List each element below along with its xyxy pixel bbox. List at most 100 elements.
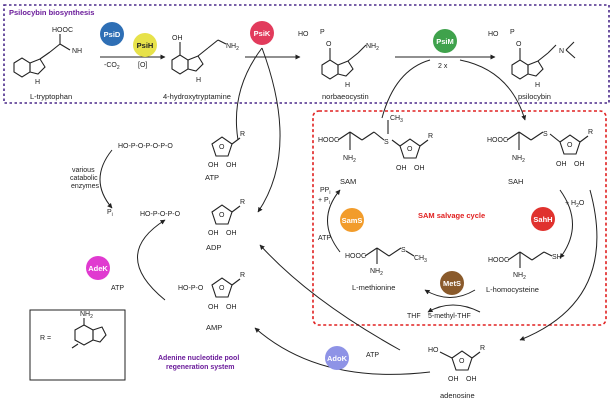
- atp-label: ATP: [205, 173, 219, 182]
- met-s: S: [401, 247, 406, 254]
- sahh-label: SahH: [533, 215, 552, 224]
- atp-oh2: OH: [226, 162, 237, 169]
- amp-structure: HO-P-O R O OH OH: [178, 272, 245, 311]
- sam-cooh: HOOC: [318, 137, 339, 144]
- psil-n: N: [559, 48, 564, 55]
- sams-label: SamS: [342, 216, 363, 225]
- sah-to-adenosine-arrow: [519, 189, 598, 341]
- ado-o: O: [459, 358, 465, 365]
- biosynthesis-box: [3, 4, 610, 104]
- hcy-sh: SH: [552, 254, 562, 261]
- pi-left: Pi: [107, 209, 113, 218]
- two-x-text: 2 x: [438, 63, 448, 70]
- oxidation-text: [O]: [138, 62, 147, 69]
- sah-s: S: [543, 131, 548, 138]
- met-nh2: NH2: [370, 268, 383, 277]
- plus-pi-text: + Pi: [318, 197, 330, 206]
- amp-o: O: [219, 285, 225, 292]
- mets-label: MetS: [443, 279, 461, 288]
- met-cooh: HOOC: [345, 253, 366, 260]
- sah-oh2: OH: [574, 161, 585, 168]
- psid-label: PsiD: [104, 30, 121, 39]
- sah-o: O: [567, 142, 573, 149]
- psid-enzyme-ball: [100, 22, 124, 46]
- atp-r: R: [240, 131, 245, 138]
- ado-oh1: OH: [448, 376, 459, 383]
- mets-enzyme-ball: [440, 271, 464, 295]
- ado-ho: HO: [428, 347, 439, 354]
- hydroxytryptamine-structure: OH NH2 H: [171, 35, 239, 84]
- atp-structure: HO-P-O-P-O-P-O R O OH OH: [118, 131, 245, 169]
- hcy-nh2: NH2: [513, 272, 526, 281]
- homocysteine-label: L-homocysteine: [486, 285, 539, 294]
- water-text: + H2O: [565, 200, 585, 209]
- psim-to-sah-arrow: [459, 59, 527, 121]
- r-equals: R =: [40, 335, 51, 342]
- ht-oh: OH: [172, 35, 183, 42]
- methionine-label: L-methionine: [352, 283, 395, 292]
- norb-p: P: [320, 29, 325, 36]
- amp-phosphate: HO-P-O: [178, 285, 204, 292]
- tryp-h: H: [35, 79, 40, 86]
- adenosine-structure: HO R O OH OH: [428, 345, 485, 383]
- adp-oh1: OH: [208, 230, 219, 237]
- methionine-structure: HOOC S CH3 NH2: [345, 247, 427, 277]
- adenosine-label: adenosine: [440, 391, 475, 400]
- psik-enzyme-ball: [250, 21, 274, 45]
- l-tryptophan-structure: HOOC NH H: [13, 27, 82, 86]
- adenine-title-1: Adenine nucleotide pool: [158, 355, 239, 362]
- methyl-thf-text: 5-methyl-THF: [428, 313, 471, 320]
- ht-h: H: [196, 77, 201, 84]
- atp-phosphates: HO-P-O-P-O-P-O: [118, 143, 173, 150]
- ado-r: R: [480, 345, 485, 352]
- psil-p: P: [510, 29, 515, 36]
- psil-h: H: [535, 82, 540, 89]
- norbaeocystin-structure: P HO O NH2 H: [298, 29, 379, 89]
- met-ch3: CH3: [414, 255, 427, 264]
- atp-o: O: [219, 144, 225, 151]
- atp-adok: ATP: [366, 352, 379, 359]
- norb-ho: HO: [298, 31, 309, 38]
- sam-oh2: OH: [414, 165, 425, 172]
- adek-label: AdeK: [88, 264, 108, 273]
- catabolic-3: enzymes: [71, 183, 100, 190]
- sam-nh2: NH2: [343, 155, 356, 164]
- ado-oh2: OH: [466, 376, 477, 383]
- co2-text: -CO2: [104, 62, 120, 71]
- psilocybin-structure: P HO O N H: [488, 29, 576, 89]
- sah-structure: HOOC S NH2 R O OH OH: [487, 129, 593, 168]
- homocysteine-structure: HOOC SH NH2: [488, 251, 562, 281]
- norb-o: O: [326, 41, 332, 48]
- sah-cooh: HOOC: [487, 137, 508, 144]
- hydroxytryptamine-label: 4-hydroxytryptamine: [163, 92, 231, 101]
- biosynthesis-title: Psilocybin biosynthesis: [9, 8, 94, 17]
- adenine-structure: NH2 R =: [40, 311, 107, 349]
- norbaeocystin-label: norbaeocystin: [322, 92, 369, 101]
- sams-arrow: [327, 189, 341, 253]
- adenine-structure-box: [29, 309, 126, 381]
- adenine-title-2: regeneration system: [166, 364, 234, 371]
- adp-structure: HO-P-O-P-O R O OH OH: [140, 199, 245, 237]
- psik-cycle-arrow: [235, 47, 263, 141]
- psik-label: PsiK: [254, 29, 271, 38]
- adp-phosphates: HO-P-O-P-O: [140, 211, 181, 218]
- amp-r: R: [240, 272, 245, 279]
- ht-nh2: NH2: [226, 43, 239, 52]
- psilocybin-label: psilocybin: [518, 92, 551, 101]
- psim-label: PsiM: [436, 37, 454, 46]
- sah-r: R: [588, 129, 593, 136]
- amp-oh2: OH: [226, 304, 237, 311]
- atp-oh1: OH: [208, 162, 219, 169]
- sam-splus: S: [384, 139, 389, 146]
- catabolic-2: catabolic: [70, 175, 98, 182]
- norb-h: H: [345, 82, 350, 89]
- adp-r: R: [240, 199, 245, 206]
- sahh-arrow: [559, 189, 573, 259]
- sah-label: SAH: [508, 177, 523, 186]
- psil-o: O: [516, 41, 522, 48]
- tryp-cooh: HOOC: [52, 27, 73, 34]
- l-tryptophan-label: L-tryptophan: [30, 92, 72, 101]
- catabolic-1: various: [72, 167, 95, 174]
- sam-ch3: CH3: [390, 115, 403, 124]
